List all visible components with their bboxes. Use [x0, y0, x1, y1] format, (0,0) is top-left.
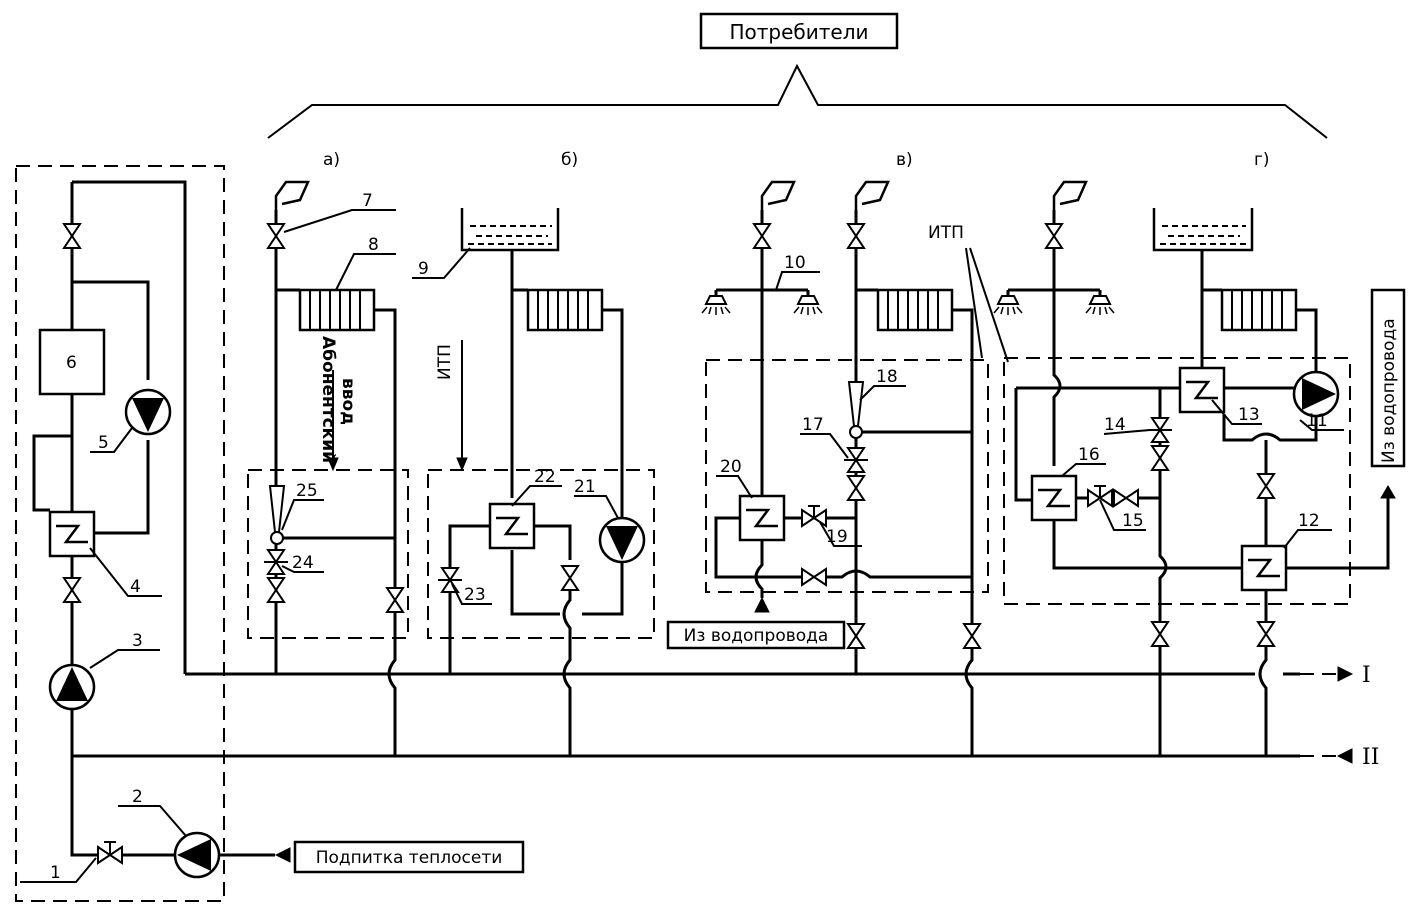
label-4: 4: [130, 577, 141, 597]
boiler-6: [38, 328, 106, 396]
label-1: 1: [50, 863, 61, 883]
shower-v-2: [793, 295, 823, 316]
label-23: 23: [464, 585, 486, 605]
label-14: 14: [1104, 415, 1126, 435]
subscriber-input-boundary: [247, 469, 409, 639]
water-supply-label-right: Из водопровода: [1379, 318, 1399, 463]
label-5: 5: [98, 433, 109, 453]
heat-exchanger-16: [1030, 474, 1078, 522]
return-arrow: [1336, 748, 1353, 764]
consumers-brace: [267, 63, 1328, 139]
pump-11: [1292, 370, 1340, 418]
radiator-v: [876, 288, 954, 332]
makeup-pump-2: [173, 831, 221, 879]
makeup-arrow: [274, 847, 291, 863]
return-pipe-label: II: [1362, 745, 1379, 770]
group-label-a: а): [323, 150, 340, 170]
water-supply-arrow-g: [1380, 485, 1396, 499]
label-22: 22: [534, 467, 556, 487]
label-24: 24: [292, 553, 314, 573]
heat-source-boundary: [15, 165, 225, 902]
elevator-18: [847, 381, 865, 427]
itp-boundary-g: [1003, 357, 1351, 605]
itp-boundary-b: [427, 469, 655, 639]
heat-exchanger-4: [48, 510, 96, 558]
pump-21: [598, 516, 646, 564]
valve-g-tap: [1045, 223, 1063, 249]
valve-v-supply: [847, 623, 865, 649]
elevator-25: [268, 485, 286, 533]
water-supply-arrow-v: [754, 596, 770, 613]
tank-9: [460, 208, 560, 252]
valve-v-return: [963, 623, 981, 649]
title-box: Потребители: [699, 12, 899, 50]
valve-a-tap: [267, 223, 285, 249]
label-20: 20: [720, 457, 742, 477]
label-10: 10: [784, 253, 806, 273]
heat-exchanger-12: [1240, 544, 1288, 592]
label-19: 19: [826, 527, 848, 547]
shower-v-1: [701, 295, 731, 316]
valve-source-top: [63, 223, 81, 249]
supply-arrow: [1337, 666, 1354, 682]
group-label-v: в): [896, 150, 913, 170]
itp-label-b: ИТП: [435, 344, 455, 380]
title: Потребители: [730, 20, 869, 44]
label-8: 8: [368, 235, 379, 255]
tap-v-right: [854, 180, 890, 212]
label-25: 25: [296, 481, 318, 501]
shower-g-2: [1085, 295, 1115, 316]
tap-a: [274, 180, 310, 212]
label-2: 2: [132, 787, 143, 807]
itp-boundary-v: [705, 359, 989, 593]
label-11: 11: [1306, 411, 1328, 431]
label-13: 13: [1238, 405, 1260, 425]
makeup-box: Подпитка теплосети: [293, 840, 525, 874]
heat-exchanger-20: [738, 494, 786, 542]
valve-b: [561, 565, 579, 591]
subscriber-input-line1: Абонентский: [318, 336, 338, 463]
label-3: 3: [132, 631, 143, 651]
label-15: 15: [1122, 511, 1144, 531]
group-label-b: б): [561, 150, 578, 170]
label-7: 7: [362, 191, 373, 211]
shower-g-1: [993, 295, 1023, 316]
radiator-b: [526, 288, 604, 332]
water-supply-box-g: Из водопровода: [1370, 288, 1406, 468]
valve-15b: [1113, 489, 1139, 507]
valve-g-return: [1257, 621, 1275, 647]
tap-g: [1052, 180, 1088, 212]
label-9: 9: [418, 259, 429, 279]
subscriber-input-line2: ввод: [338, 378, 358, 425]
water-supply-box-v: Из водопровода: [666, 620, 846, 650]
number-labels: 1 2 3 4 5 6 7 8 9 10 11 12 13 14 15 16 1…: [20, 191, 1344, 883]
label-17: 17: [802, 415, 824, 435]
water-supply-label: Из водопровода: [684, 626, 829, 646]
label-18: 18: [876, 367, 898, 387]
valve-v-tap-right: [847, 223, 865, 249]
makeup-label: Подпитка теплосети: [316, 848, 503, 868]
label-12: 12: [1298, 511, 1320, 531]
itp-label-v: ИТП: [928, 223, 964, 243]
group-label-g: г): [1254, 150, 1270, 170]
label-6: 6: [66, 353, 77, 373]
network-pump-3: [48, 663, 96, 711]
valve-g-supply: [1151, 621, 1169, 647]
label-16: 16: [1078, 445, 1100, 465]
pump-5: [124, 388, 172, 436]
valve-v-tap-left: [753, 223, 771, 249]
valve-a-return: [386, 587, 404, 613]
heat-exchanger-22: [488, 502, 536, 550]
radiator-g: [1220, 288, 1298, 332]
valve-source-mid: [63, 577, 81, 603]
label-21: 21: [574, 477, 596, 497]
supply-pipe-label: I: [1362, 663, 1371, 688]
valve-v-bypass: [801, 568, 827, 586]
tap-v-left: [760, 180, 796, 212]
radiator-8: [298, 288, 376, 332]
